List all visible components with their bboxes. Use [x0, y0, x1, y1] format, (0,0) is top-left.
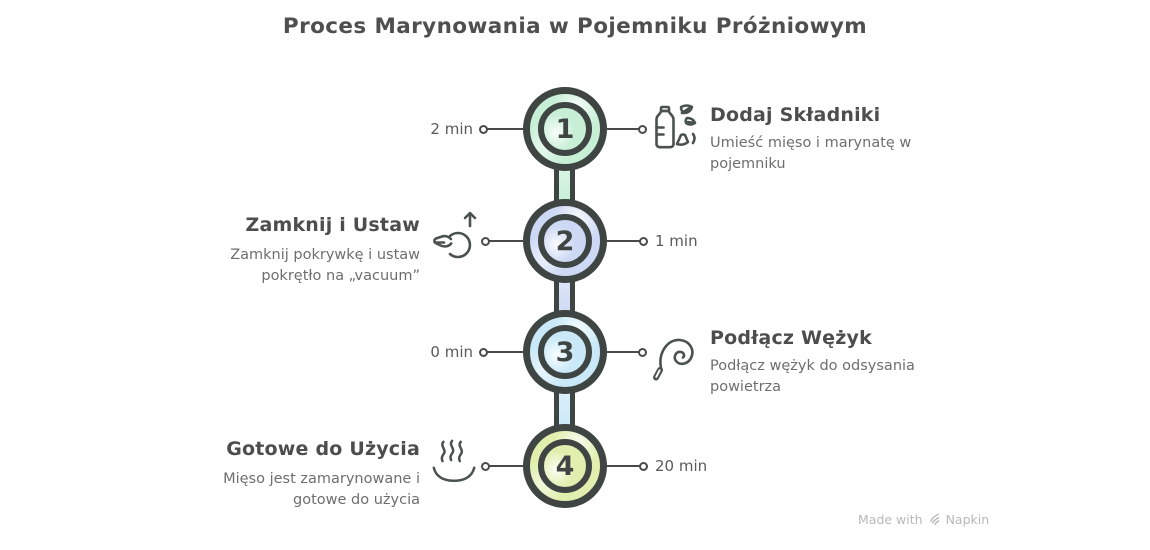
step1-right-dot — [638, 125, 647, 134]
step4-left-dot — [481, 462, 490, 471]
step2-left-line — [489, 240, 523, 243]
step1-title: Dodaj Składniki — [710, 104, 881, 126]
step1-time-label: 2 min — [430, 120, 473, 138]
step2-description: Zamknij pokrywkę i ustaw pokrętło na „va… — [230, 247, 420, 284]
step1-right-line — [607, 128, 640, 131]
napkin-logo-icon — [928, 513, 941, 526]
step4-description: Mięso jest zamarynowane i gotowe do użyc… — [223, 471, 420, 508]
step3-number: 3 — [555, 336, 575, 368]
step3-left-dot — [479, 348, 488, 357]
step1-left-dot — [479, 125, 488, 134]
step4-title: Gotowe do Użycia — [226, 438, 420, 460]
step1-number: 1 — [555, 113, 575, 145]
watermark: Made with Napkin — [858, 512, 989, 527]
step1-left-line — [487, 128, 523, 131]
turn-dial-icon — [430, 208, 482, 264]
step3-left-line — [487, 351, 523, 354]
step3-node-inner: 3 — [538, 325, 592, 379]
watermark-prefix: Made with — [858, 512, 923, 527]
step2-number: 2 — [555, 225, 575, 257]
step4-left-line — [489, 465, 523, 468]
step3-time-label: 0 min — [430, 343, 473, 361]
step3-description: Podłącz wężyk do odsysania powietrza — [710, 358, 915, 395]
ingredients-icon — [651, 104, 697, 150]
step3-title: Podłącz Wężyk — [710, 327, 872, 349]
step2-right-dot — [639, 237, 648, 246]
step4-number: 4 — [555, 450, 575, 482]
step2-time-label: 1 min — [655, 232, 698, 250]
step4-node-inner: 4 — [538, 439, 592, 493]
step3-right-line — [607, 351, 640, 354]
step4-right-dot — [639, 462, 648, 471]
step1-description: Umieść mięso i marynatę w pojemniku — [710, 135, 912, 172]
step2-right-line — [607, 240, 641, 243]
step4-time-label: 20 min — [655, 457, 708, 475]
step3-right-dot — [638, 348, 647, 357]
hose-icon — [650, 330, 700, 382]
watermark-brand: Napkin — [945, 512, 990, 527]
step2-left-dot — [481, 237, 490, 246]
step2-title: Zamknij i Ustaw — [245, 214, 420, 236]
step1-node-inner: 1 — [538, 102, 592, 156]
page-title: Proces Marynowania w Pojemniku Próżniowy… — [282, 14, 868, 39]
steam-icon — [429, 436, 479, 488]
step4-right-line — [607, 465, 641, 468]
step2-node-inner: 2 — [538, 214, 592, 268]
